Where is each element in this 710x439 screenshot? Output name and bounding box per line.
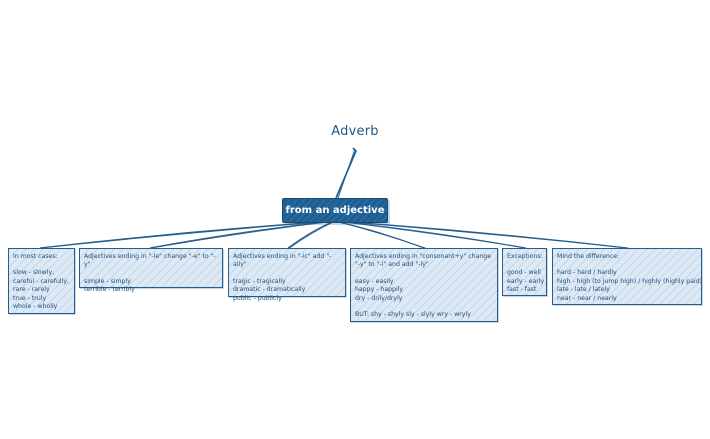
title-connector: [335, 147, 357, 199]
node-line: simple - simply: [84, 277, 131, 285]
node-line: dramatic - dramatically: [233, 286, 306, 294]
node-ending-le[interactable]: Adjectives ending in "-le" change "-e" t…: [79, 248, 223, 293]
node-consonant-y[interactable]: Adjectives ending in "consonant+y" chang…: [350, 248, 498, 322]
node-line: fast - fast: [507, 286, 537, 294]
node-line: near - near / nearly: [557, 294, 617, 302]
node-line: hard - hard / hardly: [557, 269, 617, 277]
spacer: [355, 303, 493, 311]
branch-line-4: [335, 220, 527, 249]
node-line: rare - rarely: [13, 286, 50, 294]
node-mind-difference[interactable]: Mind the difference: hard - hard / hardl…: [552, 248, 702, 305]
branch-line-1: [149, 220, 335, 249]
node-line: high - high (to jump high) / highly (hig…: [557, 277, 703, 285]
node-ending-ic[interactable]: Adjectives ending in "-ic" add "-ally" t…: [228, 248, 346, 302]
center-node-from-adjective[interactable]: from an adjective: [282, 198, 388, 223]
node-heading: In most cases:: [13, 253, 58, 260]
node-line: tragic - tragically: [233, 277, 286, 285]
node-line-exception: BUT: shy - shyly sly - slyly wry - wryly: [355, 311, 471, 319]
node-heading: Adjectives ending in "-ic" add "-ally": [233, 253, 332, 269]
node-line: early - early: [507, 277, 545, 285]
node-heading: Mind the difference:: [557, 253, 620, 260]
root-title[interactable]: Adverb: [331, 124, 379, 139]
branch-line-3: [333, 220, 425, 249]
node-line: public - publicly: [233, 294, 282, 302]
title-connector-shade: [337, 148, 356, 199]
node-line: true - truly: [13, 294, 47, 302]
node-line: happy - happily: [355, 286, 404, 294]
branch-line-0: [39, 220, 335, 249]
node-line: dry - drily/dryly: [355, 294, 403, 302]
node-exceptions[interactable]: Exceptions: good - well early - early fa…: [502, 248, 547, 296]
branch-line-0: [41, 220, 336, 249]
branch-line-5: [335, 220, 629, 249]
node-heading: Exceptions:: [507, 253, 543, 260]
branch-line-1: [151, 220, 336, 249]
node-line: slow - slowly,: [13, 269, 55, 277]
node-heading: Adjectives ending in "consonant+y" chang…: [355, 253, 492, 269]
branch-line-5: [333, 220, 628, 249]
node-line: good - well: [507, 269, 541, 277]
node-line: terrible - terribly: [84, 286, 135, 294]
node-heading: Adjectives ending in "-le" change "-e" t…: [84, 253, 216, 269]
node-line: careful - carefully,: [13, 277, 69, 285]
node-line: late - late / lately: [557, 286, 610, 294]
node-most-cases[interactable]: In most cases: slow - slowly, careful - …: [8, 248, 75, 314]
node-line: whole - wholly: [13, 303, 58, 311]
node-line: easy - easily: [355, 277, 394, 285]
branch-line-3: [335, 220, 426, 249]
